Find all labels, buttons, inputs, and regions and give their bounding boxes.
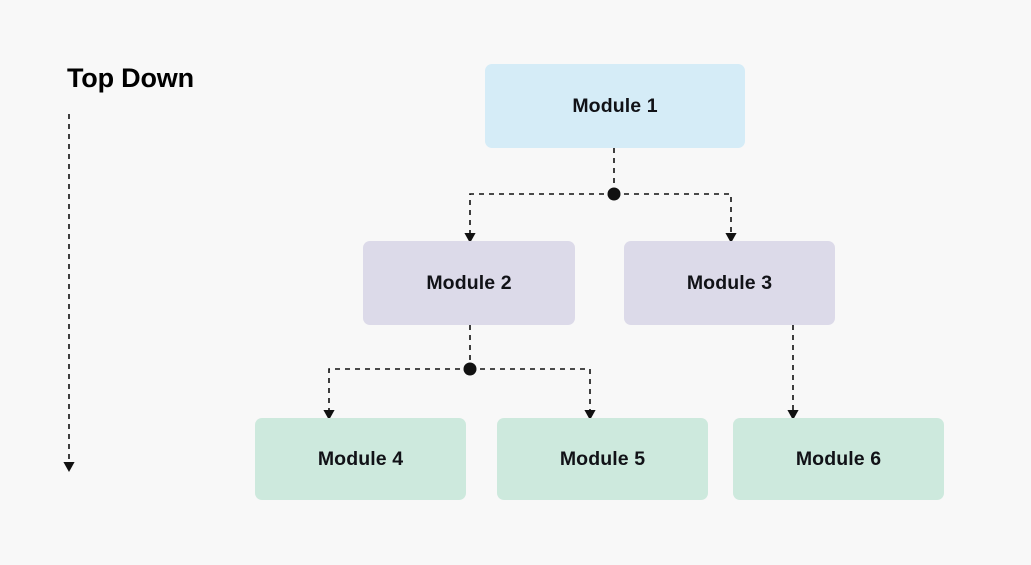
edge-edge-junction1-m2 <box>469 193 614 234</box>
edge-edge-junction2-m5 <box>470 368 591 411</box>
node-module-3[interactable]: Module 3 <box>624 241 835 325</box>
arrowhead-arrow-to-module-3 <box>725 233 737 243</box>
arrowhead-arrow-to-module-6 <box>787 410 799 420</box>
junction-dot-junction-1 <box>607 187 621 201</box>
node-label: Module 1 <box>572 94 658 117</box>
direction-label: Top Down <box>67 63 194 93</box>
node-module-2[interactable]: Module 2 <box>363 241 575 325</box>
node-label: Module 4 <box>317 447 404 470</box>
edge-edge-junction2-m4 <box>328 368 470 411</box>
node-label: Module 6 <box>795 447 882 470</box>
arrowhead-arrow-to-module-4 <box>323 410 335 420</box>
node-module-5[interactable]: Module 5 <box>497 418 708 500</box>
junction-dot-junction-2 <box>463 362 477 376</box>
arrowhead-arrow-to-module-5 <box>584 410 596 420</box>
node-label: Module 3 <box>686 271 773 294</box>
node-module-6[interactable]: Module 6 <box>733 418 944 500</box>
arrowhead-arrow-direction-down <box>63 462 75 472</box>
arrowhead-arrow-to-module-2 <box>464 233 476 243</box>
node-label: Module 5 <box>559 447 646 470</box>
node-module-4[interactable]: Module 4 <box>255 418 466 500</box>
node-module-1[interactable]: Module 1 <box>485 64 745 148</box>
edge-edge-junction1-m3 <box>614 193 732 234</box>
node-label: Module 2 <box>426 271 512 294</box>
